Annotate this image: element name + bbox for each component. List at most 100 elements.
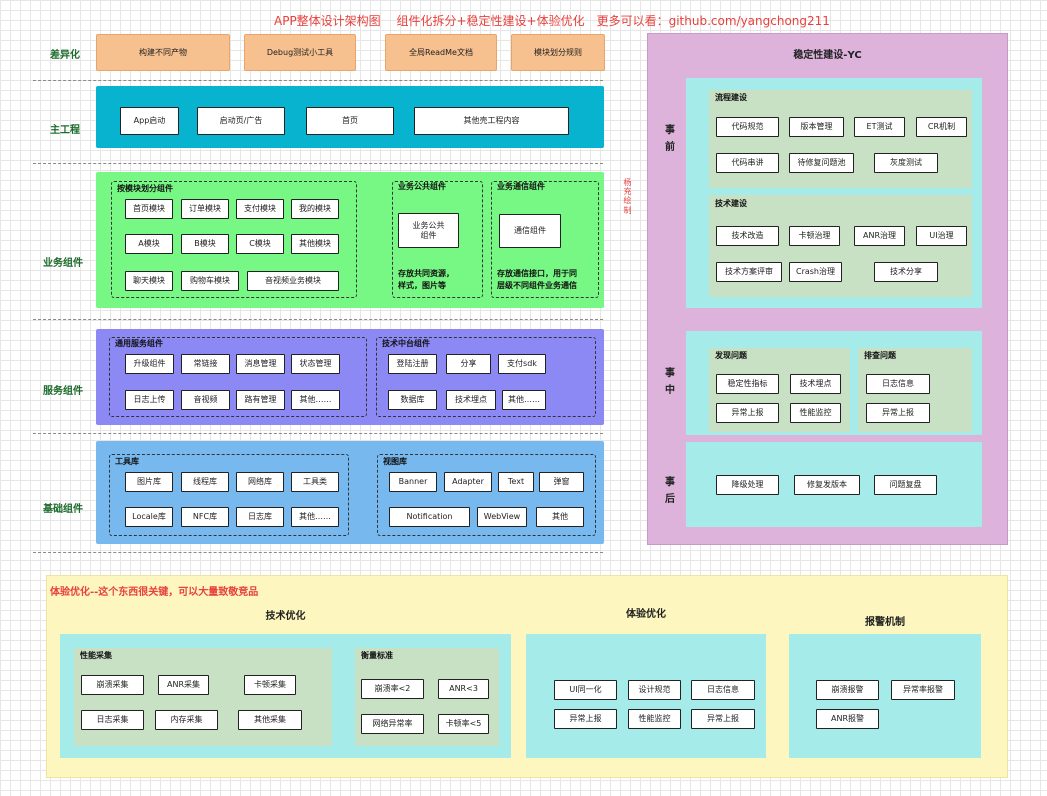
row-label-business: 业务组件 — [43, 258, 83, 269]
row-label-diff: 差异化 — [50, 50, 80, 61]
metric-item: 卡顿率<5 — [438, 714, 489, 734]
view-lib-item: 其他 — [536, 507, 584, 527]
tech-build-item: 技术改造 — [716, 226, 779, 246]
tech-middle-item: 支付sdk — [498, 354, 546, 374]
ux-opt-item: 性能监控 — [628, 709, 681, 729]
public-group — [392, 181, 483, 298]
module-item: A模块 — [125, 234, 173, 254]
common-service-group-title: 通用服务组件 — [115, 339, 163, 348]
process-title: 流程建设 — [715, 93, 747, 102]
module-item: 聊天模块 — [125, 271, 173, 291]
module-group-title: 按模块划分组件 — [117, 184, 173, 193]
view-lib-item: Notification — [389, 507, 470, 527]
tool-lib-group — [109, 454, 349, 536]
process-item: CR机制 — [916, 117, 967, 137]
process-item: ET测试 — [854, 117, 905, 137]
service-item: 路有管理 — [236, 390, 285, 410]
module-item: 首页模块 — [125, 199, 173, 219]
perf-collect-item: 日志采集 — [81, 710, 144, 730]
service-item: 升级组件 — [125, 354, 174, 374]
tech-middle-item: 分享 — [446, 354, 491, 374]
tech-middle-item: 技术埋点 — [446, 390, 496, 410]
module-group — [111, 181, 357, 298]
process-item: 代码串讲 — [716, 153, 779, 173]
alarm-item: ANR报警 — [816, 709, 879, 729]
metric-item: 崩溃率<2 — [361, 679, 424, 699]
module-item: C模块 — [236, 234, 284, 254]
row-label-base: 基础组件 — [43, 504, 83, 515]
row-separator — [33, 552, 603, 553]
tech-build-item: 技术方案评审 — [716, 262, 782, 282]
diff-item: Debug测试小工具 — [244, 34, 356, 71]
tool-lib-item: 日志库 — [236, 507, 284, 527]
tech-build-item: UI治理 — [916, 226, 967, 246]
ux-opt-item: 设计规范 — [628, 680, 681, 700]
tech-build-title: 技术建设 — [715, 199, 747, 208]
find-issue-item: 技术埋点 — [790, 374, 841, 394]
row-label-main: 主工程 — [50, 125, 80, 136]
perf-collect-item: 其他采集 — [238, 710, 302, 730]
tech-middle-item: 数据库 — [388, 390, 437, 410]
ux-opt-item: UI同一化 — [554, 680, 617, 700]
find-issue-title: 发现问题 — [715, 351, 747, 360]
ux-opt-title: 体验优化 — [626, 609, 666, 620]
stability-title: 稳定性建设-YC — [793, 50, 862, 61]
perf-collect-item: 卡顿采集 — [244, 675, 296, 695]
check-issue-item: 日志信息 — [866, 374, 930, 394]
module-item: 购物车模块 — [181, 271, 239, 291]
check-issue-item: 异常上报 — [866, 403, 930, 423]
after-item: 降级处理 — [716, 475, 779, 495]
tech-middle-group-title: 技术中台组件 — [382, 339, 430, 348]
metric-title: 衡量标准 — [361, 651, 393, 660]
tool-lib-item: 其他…… — [291, 507, 339, 527]
row-separator — [33, 80, 603, 81]
comm-component-box: 通信组件 — [499, 214, 561, 248]
tech-opt-title: 技术优化 — [265, 611, 306, 622]
service-item: 消息管理 — [236, 354, 285, 374]
process-item: 代码规范 — [716, 117, 779, 137]
metric-item: 网络异常率 — [361, 714, 424, 734]
row-separator — [33, 433, 603, 434]
tool-lib-item: NFC库 — [181, 507, 229, 527]
ux-opt-item: 异常上报 — [554, 709, 617, 729]
diff-item: 构建不同产物 — [96, 34, 230, 71]
view-lib-item: WebView — [477, 507, 527, 527]
tool-lib-item: 图片库 — [125, 472, 173, 492]
perf-collect-item: ANR采集 — [158, 675, 209, 695]
comm-group-title: 业务通信组件 — [497, 182, 545, 191]
view-lib-group-title: 视图库 — [383, 457, 407, 466]
before-label: 事前 — [665, 125, 675, 153]
service-item: 其他…… — [291, 390, 340, 410]
perf-collect-block — [74, 648, 332, 746]
view-lib-item: Text — [498, 472, 534, 492]
diff-item: 全局ReadMe文档 — [385, 34, 497, 71]
public-group-title: 业务公共组件 — [398, 182, 446, 191]
author-note: 杨充绘制 — [623, 178, 632, 215]
module-item: 音视频业务模块 — [247, 271, 339, 291]
find-issue-item: 性能监控 — [790, 403, 841, 423]
diff-item: 模块划分规则 — [511, 34, 605, 71]
view-lib-item: 弹窗 — [539, 472, 584, 492]
service-item: 状态管理 — [291, 354, 340, 374]
process-block — [709, 90, 972, 188]
view-lib-item: Banner — [389, 472, 437, 492]
tool-lib-item: 线程库 — [181, 472, 229, 492]
module-item: 订单模块 — [181, 199, 229, 219]
experience-title: 体验优化--这个东西很关键，可以大量致敬竞品 — [50, 587, 259, 598]
perf-collect-item: 崩溃采集 — [81, 675, 144, 695]
after-item: 问题复盘 — [874, 475, 937, 495]
view-lib-group — [377, 454, 596, 536]
tech-build-item: ANR治理 — [854, 226, 905, 246]
tech-middle-group — [376, 337, 596, 417]
common-service-group — [109, 337, 367, 417]
service-item: 音视频 — [181, 390, 230, 410]
main-item: 启动页/广告 — [197, 107, 285, 135]
tool-lib-item: Locale库 — [125, 507, 173, 527]
alarm-item: 崩溃报警 — [816, 680, 879, 700]
tool-lib-item: 工具类 — [291, 472, 339, 492]
find-issue-item: 异常上报 — [716, 403, 779, 423]
ux-opt-item: 异常上报 — [691, 709, 755, 729]
service-item: 常链接 — [181, 354, 230, 374]
row-separator — [33, 163, 603, 164]
tech-build-item: 技术分享 — [874, 262, 938, 282]
